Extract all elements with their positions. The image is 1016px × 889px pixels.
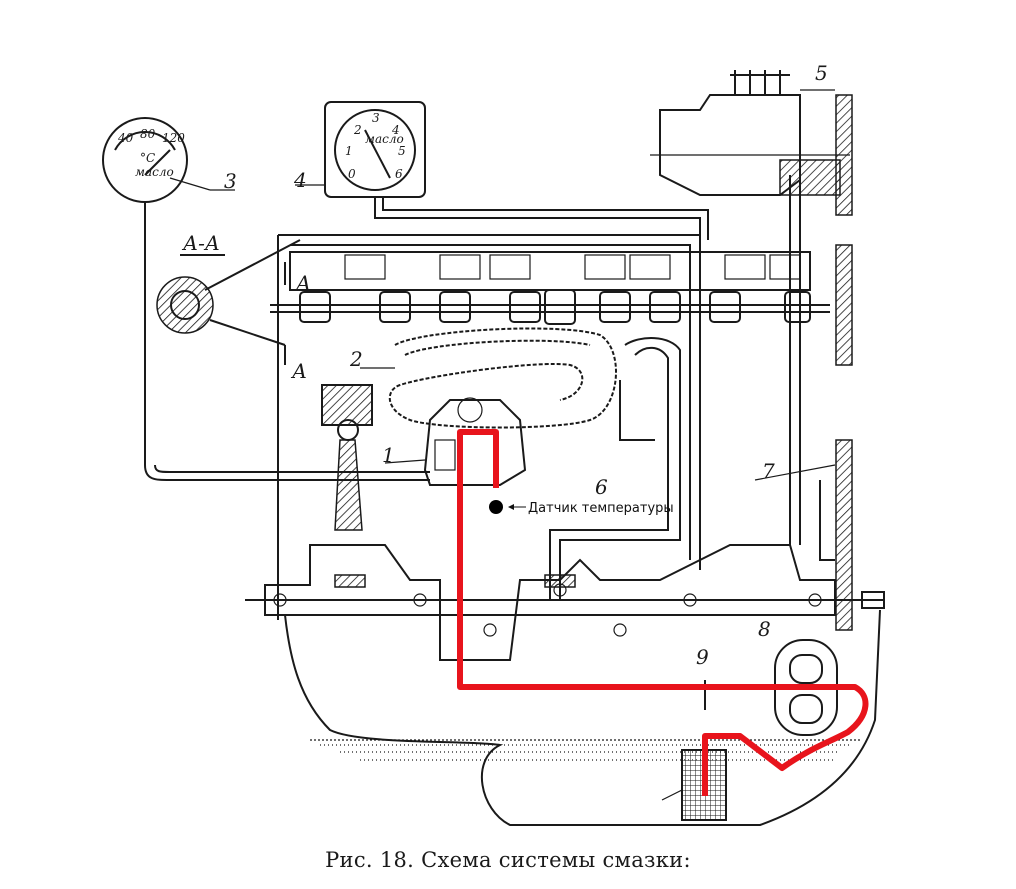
timing-chain bbox=[388, 327, 617, 429]
oil-pressure-gauge: 0 1 2 3 4 5 6 масло bbox=[324, 101, 709, 240]
right-oil-tube bbox=[789, 175, 835, 561]
valve-cover-right bbox=[650, 70, 850, 196]
callout-leaders bbox=[169, 89, 836, 481]
temp-gauge-unit: °C bbox=[140, 151, 155, 165]
callout-2: 2 bbox=[349, 347, 363, 371]
callout-6: 6 bbox=[595, 475, 608, 499]
callout-8: 8 bbox=[758, 617, 771, 641]
piston-conrod bbox=[321, 384, 373, 531]
pressure-gauge-label: масло bbox=[365, 132, 404, 146]
pressure-gauge-tick: 1 bbox=[345, 144, 353, 158]
oil-lines-right bbox=[549, 337, 681, 600]
crankshaft bbox=[264, 544, 885, 661]
callout-9: 9 bbox=[696, 645, 709, 669]
pressure-gauge-tick: 3 bbox=[372, 111, 380, 125]
callout-7: 7 bbox=[762, 459, 775, 483]
sensor-label-arrow bbox=[508, 504, 526, 510]
callout-5: 5 bbox=[815, 61, 828, 85]
pressure-gauge-tick: 0 bbox=[348, 167, 356, 181]
callout-3: 3 bbox=[224, 169, 237, 193]
section-mark-a-upper: А bbox=[294, 271, 311, 295]
engine-block bbox=[245, 234, 880, 620]
temperature-sensor-dot bbox=[489, 500, 503, 514]
callout-1: 1 bbox=[382, 443, 395, 467]
temp-gauge-label: масло bbox=[135, 165, 174, 179]
temp-gauge-tick: 40 bbox=[117, 131, 134, 145]
figure-caption: Рис. 18. Схема системы смазки: bbox=[325, 848, 691, 872]
pressure-gauge-tick: 4 bbox=[391, 123, 400, 137]
rocker-gear bbox=[344, 254, 801, 280]
section-label-a-a: А-А bbox=[181, 231, 220, 255]
oil-pump bbox=[423, 397, 527, 486]
section-a-a-detail bbox=[156, 239, 301, 346]
camshaft bbox=[270, 289, 830, 325]
pressure-gauge-tick: 5 bbox=[398, 144, 406, 158]
pressure-gauge-tick: 2 bbox=[353, 123, 362, 137]
oil-temperature-gauge: 40 80 120 °C масло bbox=[102, 117, 430, 481]
callout-4: 4 bbox=[293, 168, 307, 192]
sensor-label: Датчик температуры bbox=[528, 501, 674, 516]
temp-gauge-tick: 120 bbox=[162, 131, 185, 145]
temp-gauge-tick: 80 bbox=[140, 127, 156, 141]
temperature-sensor-line bbox=[457, 429, 869, 796]
pressure-gauge-tick: 6 bbox=[395, 167, 403, 181]
flywheel-housing bbox=[779, 94, 853, 631]
section-mark-a-lower: А bbox=[290, 359, 307, 383]
